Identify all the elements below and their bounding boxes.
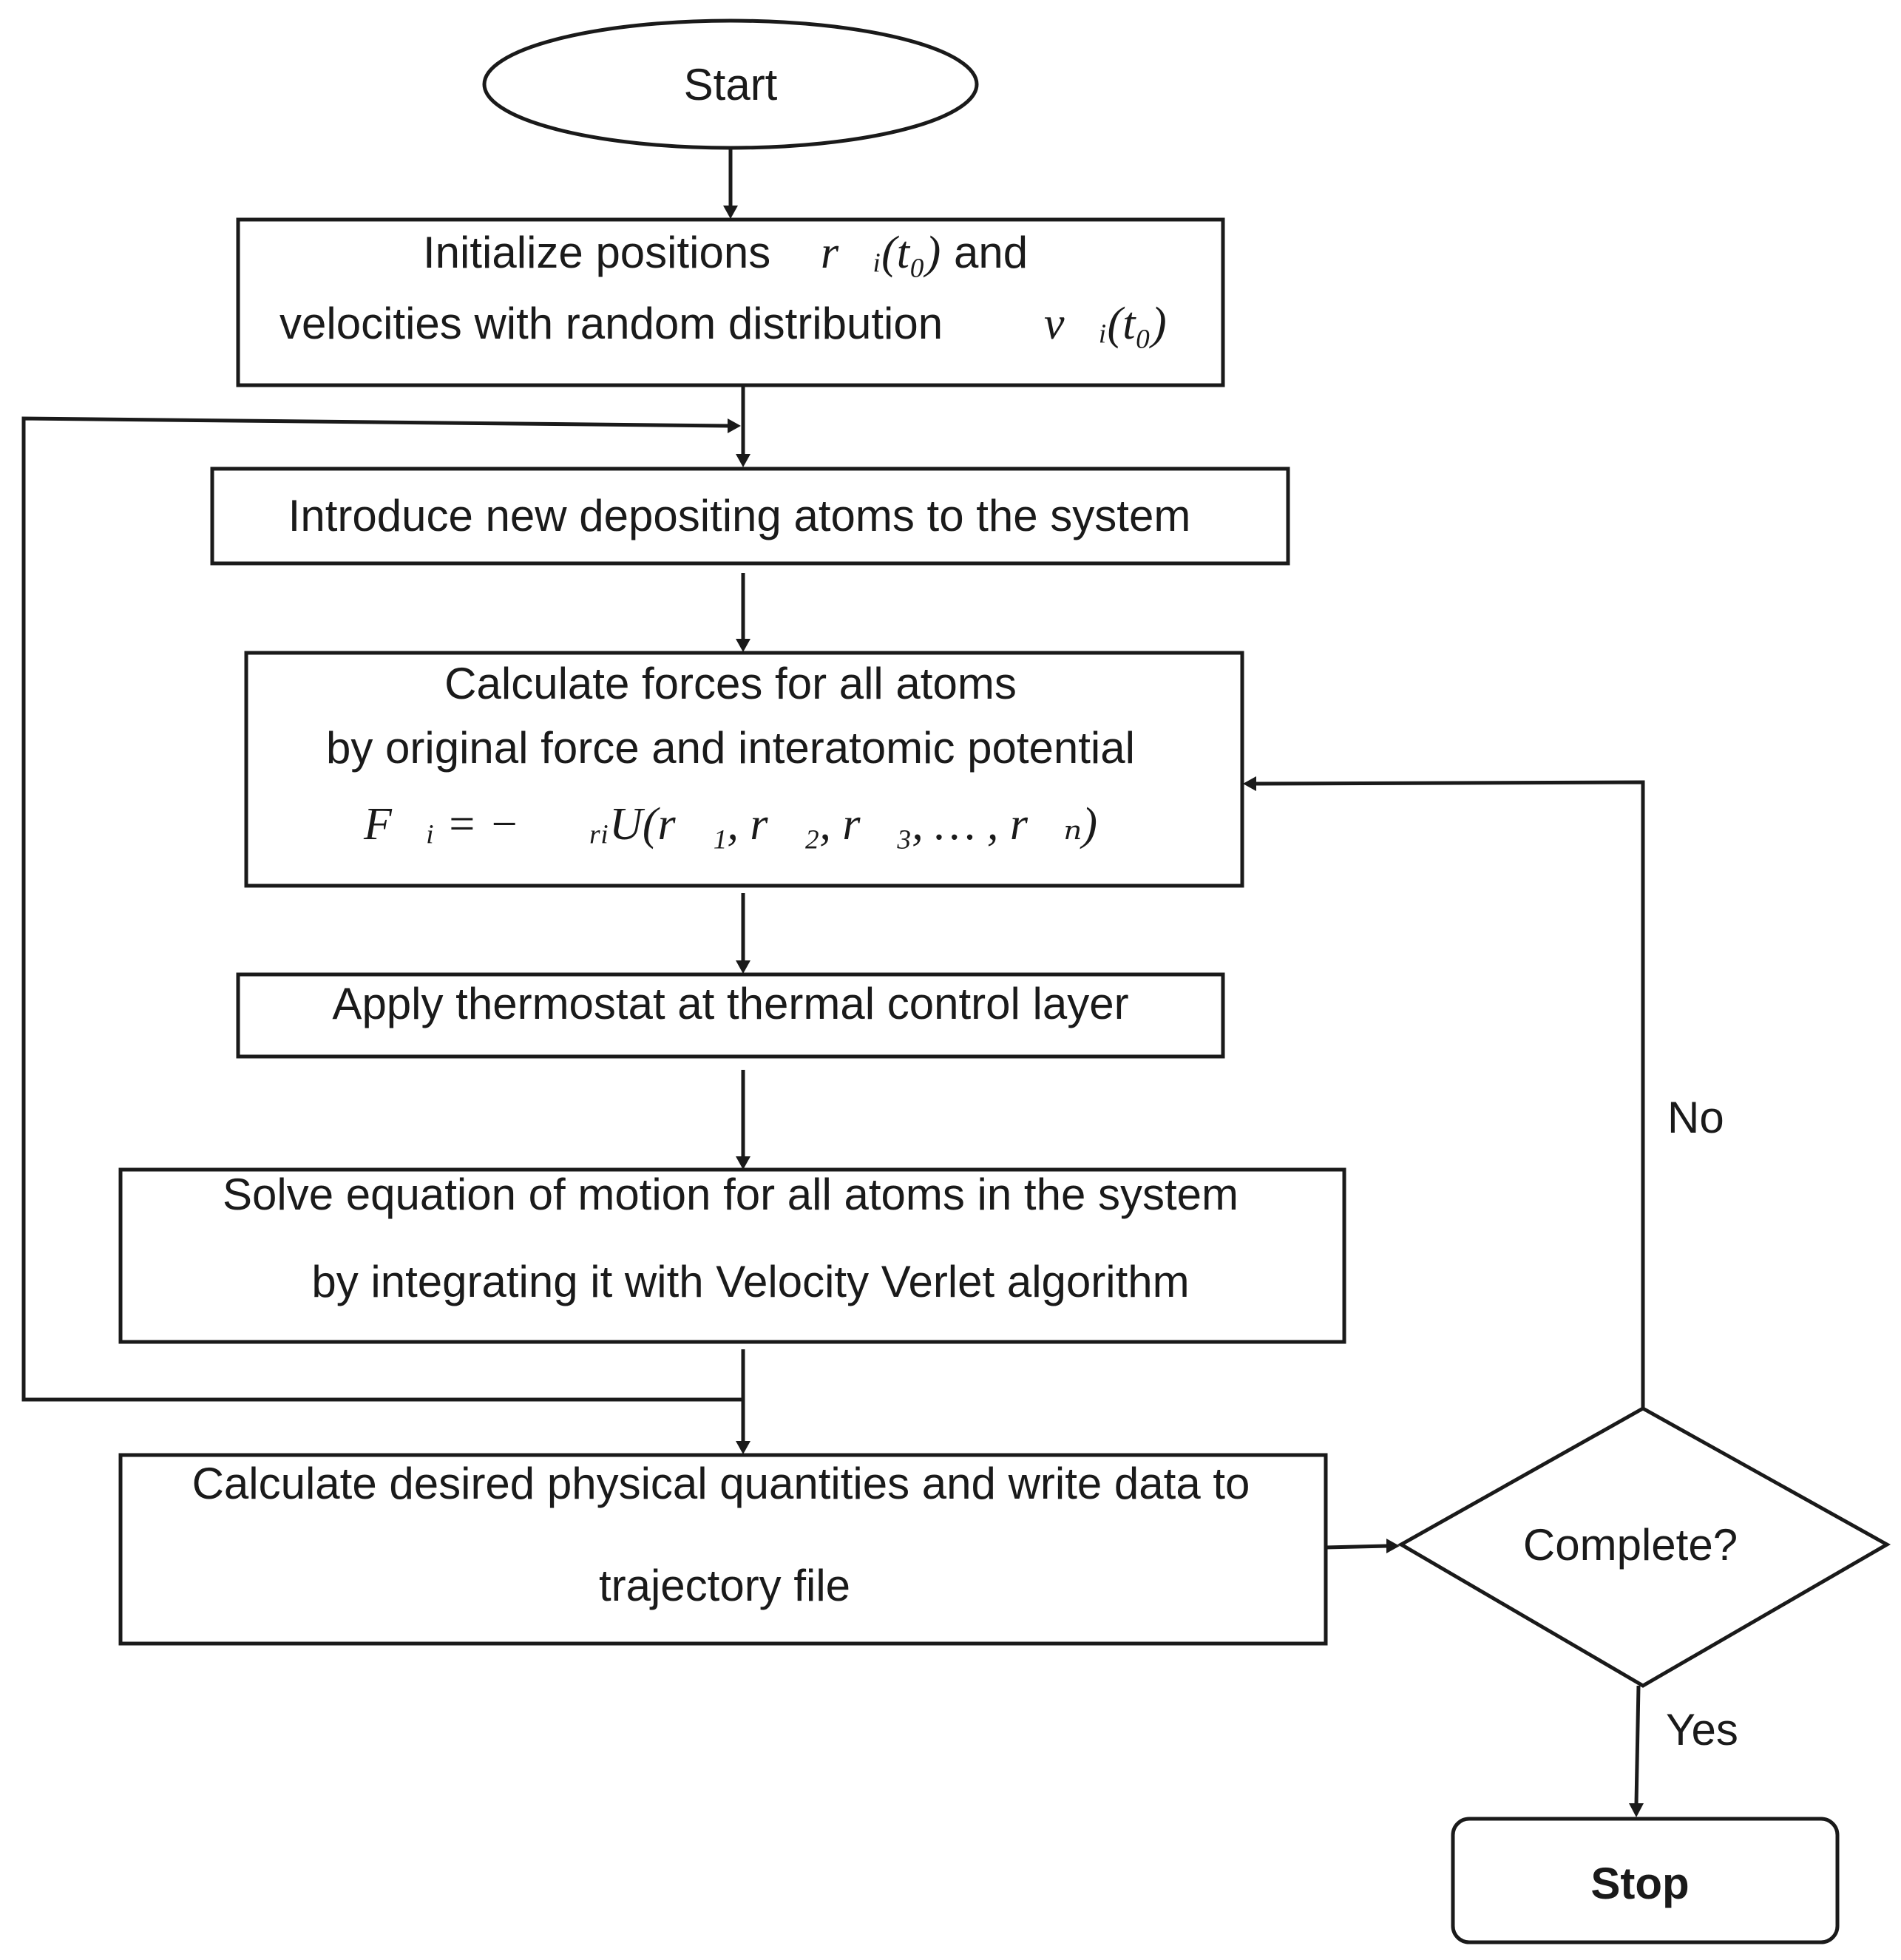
edge-calculate-decision xyxy=(1325,1544,1388,1550)
arrowhead-icon xyxy=(1629,1803,1644,1817)
no-label: No xyxy=(1667,1093,1724,1142)
stop-label: Stop xyxy=(1590,1859,1689,1908)
init-text-1: Initialize positions xyxy=(423,228,770,277)
introduce-text: Introduce new depositing atoms to the sy… xyxy=(288,491,1191,540)
forces-text-2: by original force and interatomic potent… xyxy=(326,723,1135,773)
forces-formula: F⃗ᵢ = −∇⃗ᵣᵢU(r⃗₁, r⃗₂, r⃗₃, … , r⃗ₙ) xyxy=(363,799,1097,850)
yes-label: Yes xyxy=(1666,1705,1738,1754)
start-label: Start xyxy=(684,60,778,109)
arrowhead-icon xyxy=(736,639,750,652)
arrowhead-icon xyxy=(1386,1539,1400,1553)
introduce-box xyxy=(210,467,1290,566)
edge-no xyxy=(1255,780,1645,1408)
arrowhead-icon xyxy=(736,454,750,467)
arrowhead-icon xyxy=(1243,776,1256,791)
edge-yes xyxy=(1634,1685,1641,1805)
complete-decision xyxy=(1397,1406,1891,1688)
decision-text: Complete? xyxy=(1523,1520,1738,1570)
arrowhead-icon xyxy=(728,418,741,433)
edge-loop-back xyxy=(21,416,743,1402)
init-text-and: and xyxy=(954,228,1028,277)
thermostat-box xyxy=(236,972,1225,1059)
forces-text-1: Calculate forces for all atoms xyxy=(444,659,1017,708)
solve-text-2: by integrating it with Velocity Verlet a… xyxy=(311,1257,1189,1306)
arrowhead-icon xyxy=(736,1441,750,1454)
arrowhead-icon xyxy=(723,206,738,219)
calculate-box xyxy=(118,1453,1328,1646)
init-math-2: v⃗ᵢ(t₀) xyxy=(1044,299,1167,349)
thermostat-text: Apply thermostat at thermal control laye… xyxy=(332,979,1128,1028)
calc-text-2: trajectory file xyxy=(599,1561,850,1610)
calc-text-1: Calculate desired physical quantities an… xyxy=(192,1459,1250,1508)
arrowhead-icon xyxy=(736,1156,750,1170)
arrowhead-icon xyxy=(736,960,750,974)
stop-node xyxy=(1451,1817,1840,1944)
solve-text-1: Solve equation of motion for all atoms i… xyxy=(223,1170,1238,1219)
solve-box xyxy=(118,1167,1346,1344)
forces-box xyxy=(244,651,1244,888)
init-text-2: velocities with random distribution xyxy=(279,299,943,348)
init-math-1: r⃗ᵢ(t₀) xyxy=(821,228,941,278)
initialize-box xyxy=(236,217,1225,387)
